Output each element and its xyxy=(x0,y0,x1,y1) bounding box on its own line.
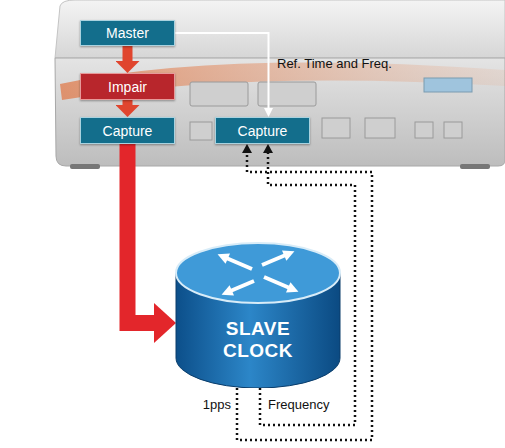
cylinder-top xyxy=(176,243,340,303)
device-label: SLAVE CLOCK xyxy=(212,318,304,363)
device-display xyxy=(424,78,472,92)
device-foot xyxy=(70,164,100,169)
cylinder-outline xyxy=(175,238,341,388)
signal-label: 1pps xyxy=(203,397,231,412)
signal-arrow xyxy=(128,144,155,323)
function-label: Capture xyxy=(103,123,153,139)
slave-clock-cylinder: SLAVE CLOCK xyxy=(175,238,341,388)
router-arrows-icon xyxy=(218,250,299,295)
capture-box: Capture xyxy=(215,117,310,144)
signal-arrow xyxy=(175,33,269,108)
signal-arrow xyxy=(123,46,133,61)
signal-label: Ref. Time and Freq. xyxy=(277,56,392,71)
signal-arrow xyxy=(123,100,133,105)
signal-label: Frequency xyxy=(268,397,329,412)
impair-box: Impair xyxy=(80,73,175,100)
device-foot xyxy=(460,164,490,169)
master-box: Master xyxy=(80,20,175,46)
function-label: Impair xyxy=(108,79,147,95)
capture-box: Capture xyxy=(80,117,175,144)
function-label: Capture xyxy=(238,123,288,139)
function-label: Master xyxy=(106,25,149,41)
